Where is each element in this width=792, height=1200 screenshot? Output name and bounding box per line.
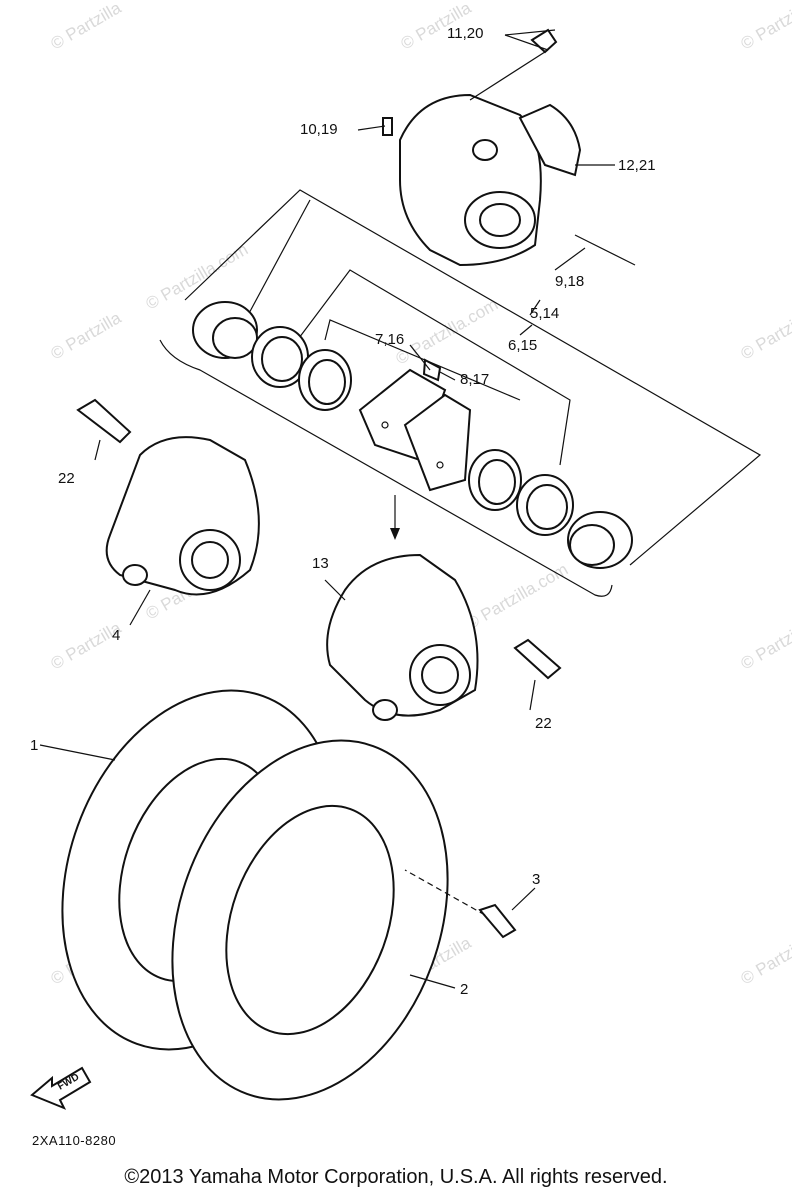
callout-12-21: 12,21 (618, 157, 656, 174)
cap (382, 117, 393, 136)
watermark: © Partzilla (738, 0, 792, 53)
exploded-view-frame (159, 189, 762, 597)
fwd-arrow-icon: FWD (30, 1066, 92, 1110)
frame-baseline (159, 339, 613, 597)
callout-9-18: 9,18 (555, 273, 584, 290)
frame-inner-bracket (289, 269, 571, 466)
watermark: © Partzilla (738, 308, 792, 364)
callout-6-15: 6,15 (508, 337, 537, 354)
callout-2: 2 (460, 981, 468, 998)
frame-outer-bracket (184, 189, 762, 566)
pad-clip (422, 358, 442, 382)
diagram-code: 2XA110-8280 (32, 1133, 116, 1148)
caliper-right (326, 553, 479, 721)
watermark-domain: © Partzilla.com (393, 295, 502, 369)
callout-4: 4 (112, 627, 120, 644)
callout-5-14: 5,14 (530, 305, 559, 322)
copyright-notice: ©2013 Yamaha Motor Corporation, U.S.A. A… (124, 1166, 668, 1188)
callout-22-right: 22 (535, 715, 552, 732)
pad-2 (403, 393, 472, 492)
upper-caliper (399, 93, 636, 267)
brake-pads (358, 358, 472, 492)
watermark: © Partzilla (738, 618, 792, 674)
callout-3: 3 (532, 871, 540, 888)
pin (574, 234, 636, 266)
callouts: 11,20 10,19 12,21 9,18 5,14 6,15 7,16 8,… (30, 25, 656, 998)
caliper-left (105, 436, 260, 596)
callout-11-20: 11,20 (447, 25, 483, 42)
frame-link (239, 199, 311, 331)
callout-22-left: 22 (58, 470, 75, 487)
callout-13: 13 (312, 555, 329, 572)
watermark: © Partzilla (48, 308, 125, 364)
bolt-22-right (513, 638, 562, 680)
frame-inner-link (324, 319, 521, 401)
callout-7-16: 7,16 (375, 331, 404, 348)
callout-10-19: 10,19 (300, 121, 338, 138)
bolt-3 (478, 903, 517, 939)
watermark: © Partzilla (48, 0, 125, 53)
rotor-right (171, 739, 449, 1101)
frame-arrow-head (390, 528, 400, 540)
watermark-domain: © Partzilla.com (463, 560, 572, 634)
leader-lines (39, 29, 615, 989)
watermark: © Partzilla (738, 933, 792, 989)
bolt-22-left (76, 398, 132, 444)
callout-8-17: 8,17 (460, 371, 489, 388)
piston-seal-set (192, 301, 633, 569)
callout-1: 1 (30, 737, 38, 754)
pad-spring (518, 103, 582, 177)
bolts (76, 28, 562, 939)
